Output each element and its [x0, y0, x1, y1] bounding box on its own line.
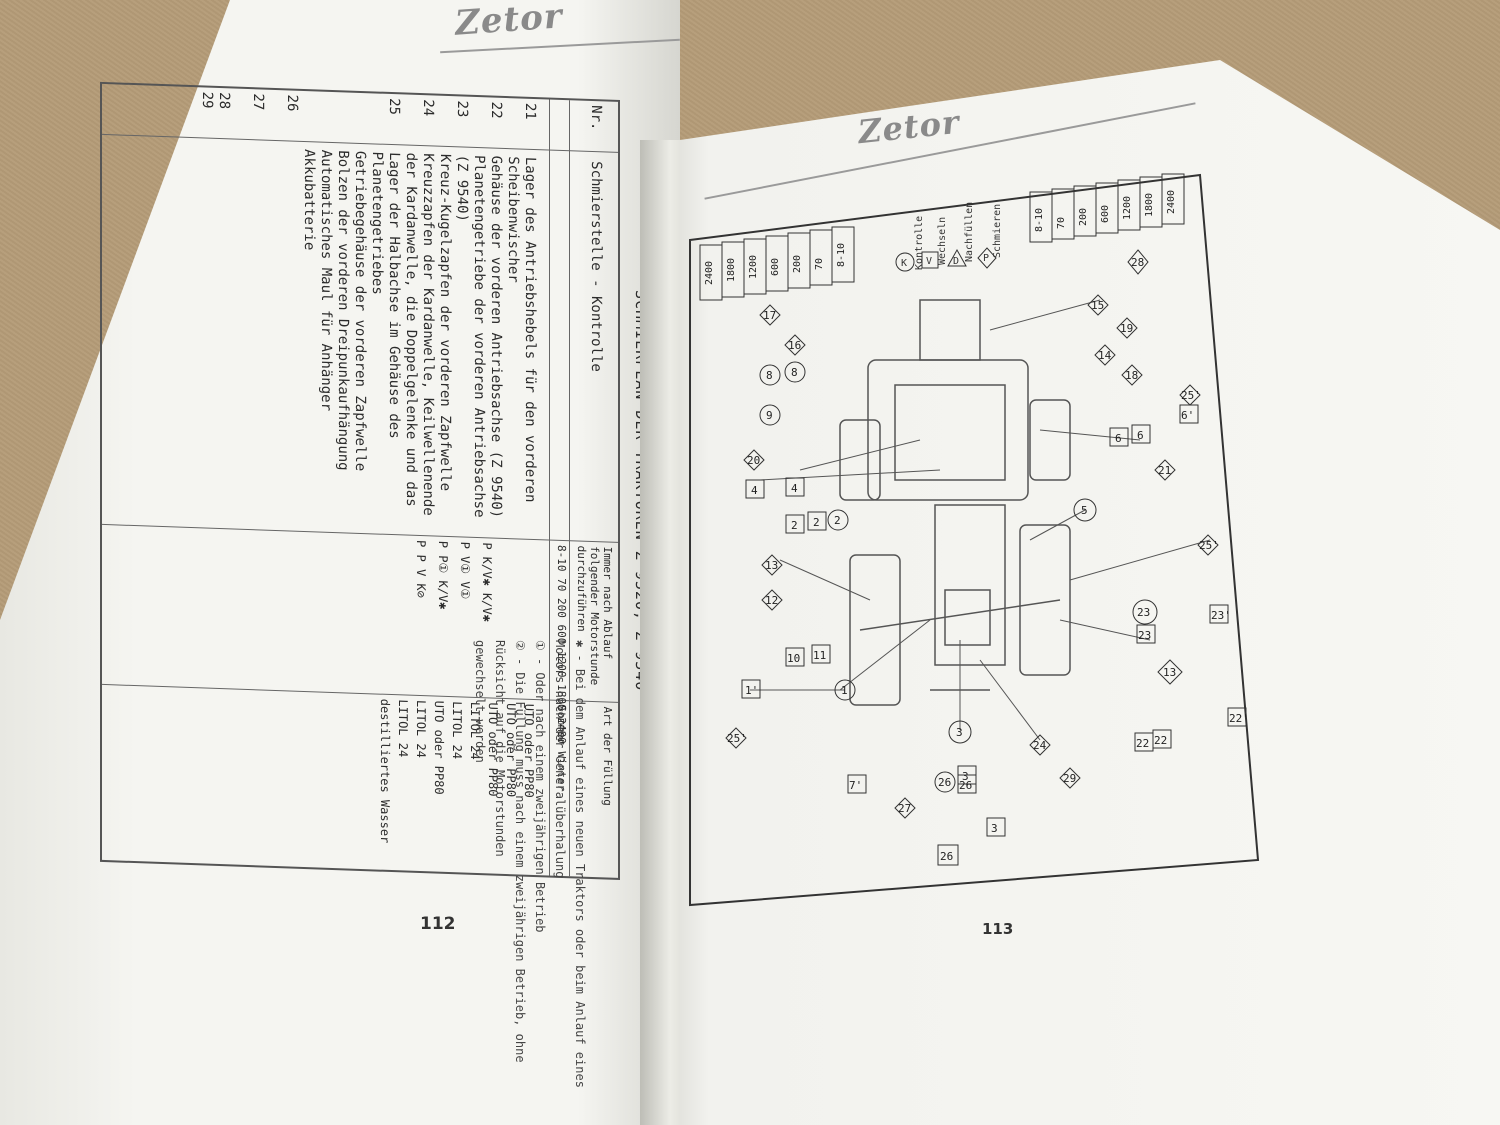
- svg-text:18: 18: [1125, 369, 1138, 382]
- rear-hitch: [919, 299, 981, 361]
- svg-text:11: 11: [813, 649, 826, 662]
- svg-text:25': 25': [1181, 389, 1201, 402]
- svg-text:V: V: [926, 256, 932, 267]
- svg-text:1': 1': [745, 684, 758, 697]
- svg-text:16: 16: [788, 339, 801, 352]
- rear-wheel-right: [1029, 399, 1071, 481]
- svg-text:1200: 1200: [748, 255, 759, 279]
- svg-text:19: 19: [1120, 322, 1133, 335]
- cab-window: [894, 384, 1006, 481]
- diagram-frame: [689, 173, 1260, 907]
- svg-text:600: 600: [1100, 205, 1111, 223]
- svg-text:2: 2: [791, 519, 798, 532]
- svg-text:15: 15: [1091, 299, 1104, 312]
- svg-text:6: 6: [1137, 429, 1144, 442]
- svg-text:Kontrolle: Kontrolle: [914, 216, 925, 270]
- svg-text:Schmieren: Schmieren: [992, 204, 1003, 258]
- svg-text:6: 6: [1115, 432, 1122, 445]
- svg-text:8: 8: [766, 369, 773, 382]
- svg-text:2400: 2400: [704, 261, 715, 285]
- svg-text:600: 600: [770, 258, 781, 276]
- svg-text:23: 23: [1138, 629, 1151, 642]
- legend: Kontrolle K Wechseln V Nachfüllen D Schm…: [895, 202, 1003, 272]
- tractor-outline: [839, 299, 1071, 706]
- svg-text:8: 8: [791, 366, 798, 379]
- svg-text:Wechseln: Wechseln: [937, 217, 948, 265]
- svg-text:21: 21: [1158, 464, 1171, 477]
- svg-text:17: 17: [763, 309, 776, 322]
- svg-text:9: 9: [766, 409, 773, 422]
- svg-text:29: 29: [1063, 772, 1076, 785]
- svg-text:27: 27: [898, 802, 911, 815]
- svg-text:26: 26: [959, 779, 972, 792]
- front-axle-housing: [944, 589, 991, 646]
- svg-text:3: 3: [956, 726, 963, 739]
- svg-text:26: 26: [938, 776, 951, 789]
- svg-text:Nachfüllen: Nachfüllen: [964, 202, 975, 262]
- svg-text:1800: 1800: [726, 258, 737, 282]
- rear-wheel-left: [839, 419, 881, 501]
- svg-text:2: 2: [813, 516, 820, 529]
- svg-text:10: 10: [787, 652, 800, 665]
- svg-text:8-10: 8-10: [836, 243, 847, 267]
- leader-lines: [750, 299, 1211, 741]
- front-axle: [859, 599, 1061, 631]
- svg-text:24: 24: [1033, 739, 1047, 752]
- svg-text:70: 70: [1056, 217, 1067, 229]
- svg-text:25': 25': [1199, 539, 1219, 552]
- front-wheel-right: [1019, 524, 1071, 676]
- svg-text:200: 200: [1078, 208, 1089, 226]
- svg-text:6': 6': [1181, 409, 1194, 422]
- svg-text:4: 4: [791, 482, 798, 495]
- svg-text:20: 20: [747, 454, 760, 467]
- svg-text:70: 70: [814, 258, 825, 270]
- page-number-113: 113: [982, 920, 1014, 938]
- page-113: [680, 60, 1500, 1125]
- svg-text:5: 5: [1081, 504, 1088, 517]
- interval-boxes-left: 2400 1800 1200 600 200 70 8-10: [699, 226, 855, 301]
- svg-text:23: 23: [1137, 606, 1150, 619]
- svg-text:13: 13: [1163, 666, 1176, 679]
- svg-text:28: 28: [1131, 256, 1144, 269]
- svg-text:14: 14: [1098, 349, 1112, 362]
- svg-text:1200: 1200: [1122, 196, 1133, 220]
- svg-text:P: P: [983, 253, 989, 264]
- svg-text:13: 13: [765, 559, 778, 572]
- svg-text:7': 7': [849, 779, 862, 792]
- svg-text:D: D: [953, 256, 959, 267]
- svg-text:26: 26: [940, 850, 953, 863]
- svg-text:200: 200: [792, 255, 803, 273]
- svg-text:3: 3: [962, 770, 969, 783]
- svg-text:3: 3: [991, 822, 998, 835]
- svg-text:22': 22': [1229, 712, 1249, 725]
- svg-text:4: 4: [751, 484, 758, 497]
- svg-text:22: 22: [1154, 734, 1167, 747]
- front-wheel-left: [849, 554, 901, 706]
- page-number-112: 112: [420, 914, 456, 934]
- cab-outline: [867, 359, 1029, 501]
- svg-text:2: 2: [834, 514, 841, 527]
- svg-text:1: 1: [841, 684, 848, 697]
- hood-outline: [934, 504, 1006, 666]
- svg-text:25': 25': [727, 732, 747, 745]
- interval-boxes-right: 8-10 70 200 600 1200 1800 2400: [1029, 173, 1185, 243]
- svg-text:8-10: 8-10: [1034, 208, 1045, 232]
- svg-text:2400: 2400: [1166, 190, 1177, 214]
- svg-text:K: K: [901, 258, 907, 269]
- svg-text:12: 12: [765, 594, 778, 607]
- callouts: 1' 1 2 2 2 3 3 3 4 4 5 6 6 6' 7' 8 8 9 1…: [725, 249, 1249, 866]
- svg-text:23': 23': [1211, 609, 1231, 622]
- svg-text:1800: 1800: [1144, 193, 1155, 217]
- svg-text:22: 22: [1136, 737, 1149, 750]
